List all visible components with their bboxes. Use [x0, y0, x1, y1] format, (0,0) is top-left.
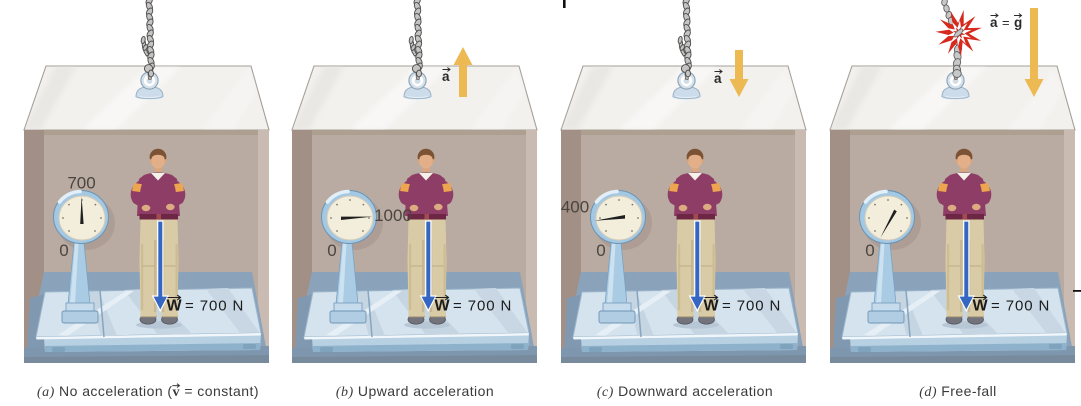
svg-text:=: = — [1002, 15, 1010, 30]
svg-text:g: g — [1014, 15, 1022, 30]
svg-text:(d) Free-fall: (d) Free-fall — [919, 383, 996, 400]
svg-text:a: a — [990, 15, 998, 30]
svg-text:a: a — [442, 69, 450, 84]
svg-text:(c) Downward acceleration: (c) Downward acceleration — [597, 383, 773, 400]
svg-text:(b) Upward acceleration: (b) Upward acceleration — [336, 383, 494, 400]
svg-text:a: a — [714, 71, 722, 86]
svg-text:(a) No acceleration (v = const: (a) No acceleration (v = constant) — [37, 383, 259, 400]
svg-text:1000: 1000 — [374, 206, 412, 225]
svg-text:400: 400 — [561, 198, 589, 217]
svg-text:700: 700 — [67, 174, 95, 193]
